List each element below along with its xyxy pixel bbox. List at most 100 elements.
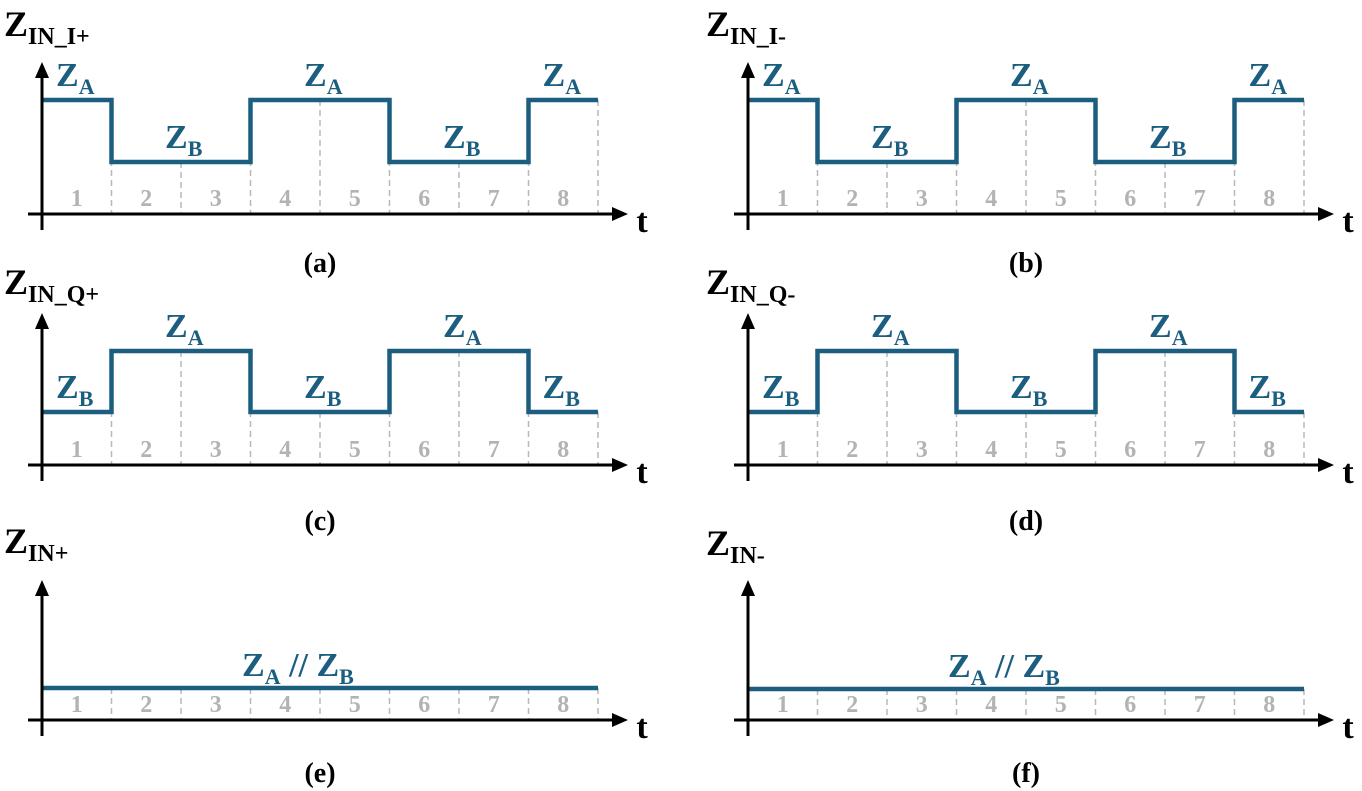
y-axis-label: ZIN+ xyxy=(4,521,68,567)
slot-number: 6 xyxy=(1124,186,1136,212)
slot-number: 5 xyxy=(349,437,361,463)
level-label: ZB xyxy=(56,369,94,411)
y-axis-arrowhead xyxy=(35,580,49,596)
panel-caption: (d) xyxy=(1009,506,1043,537)
level-label: ZA xyxy=(443,308,482,350)
level-label: ZA xyxy=(871,308,910,350)
slot-number: 1 xyxy=(777,186,789,212)
panel-caption: (c) xyxy=(304,506,335,537)
y-label-main: Z xyxy=(706,262,730,302)
slot-number: 5 xyxy=(1055,692,1067,718)
y-label-subscript: IN_Q- xyxy=(730,282,795,308)
slot-number: 2 xyxy=(846,186,858,212)
slot-number: 2 xyxy=(140,186,152,212)
time-axis-arrowhead xyxy=(612,207,628,221)
slot-number: 7 xyxy=(488,186,500,212)
slot-number: 6 xyxy=(418,437,430,463)
slot-number: 8 xyxy=(557,692,569,718)
y-axis-label: ZIN_Q+ xyxy=(4,262,99,308)
slot-number: 6 xyxy=(418,186,430,212)
impedance-waveform xyxy=(748,348,1304,415)
slot-number: 3 xyxy=(210,437,222,463)
level-label: ZA xyxy=(1249,57,1288,99)
panel-caption: (b) xyxy=(1009,248,1043,279)
y-label-subscript: IN+ xyxy=(28,541,68,567)
level-label: ZA xyxy=(304,57,343,99)
y-label-main: Z xyxy=(4,4,28,44)
panel-caption: (e) xyxy=(304,758,335,789)
y-label-subscript: IN_I- xyxy=(730,24,786,50)
time-axis-arrowhead xyxy=(612,458,628,472)
y-axis-arrowhead xyxy=(741,580,755,596)
slot-number: 8 xyxy=(557,186,569,212)
slot-number: 4 xyxy=(985,186,997,212)
panel-caption: (f) xyxy=(1012,758,1040,789)
slot-number: 8 xyxy=(557,437,569,463)
time-axis-arrowhead xyxy=(1318,713,1334,727)
level-label: ZB xyxy=(443,119,481,161)
y-axis-label: ZIN_Q- xyxy=(706,262,795,308)
time-axis-label: t xyxy=(1342,454,1354,491)
slot-number: 5 xyxy=(349,186,361,212)
y-label-subscript: IN_Q+ xyxy=(28,282,99,308)
level-label: ZA xyxy=(165,308,204,350)
y-axis-arrowhead xyxy=(741,313,755,329)
y-label-main: Z xyxy=(4,521,28,561)
slot-number: 7 xyxy=(488,437,500,463)
slot-number: 4 xyxy=(279,692,291,718)
slot-number: 7 xyxy=(488,692,500,718)
y-axis-arrowhead xyxy=(35,313,49,329)
slot-number: 3 xyxy=(916,692,928,718)
slot-number: 3 xyxy=(210,692,222,718)
slot-number: 5 xyxy=(1055,437,1067,463)
slot-number: 3 xyxy=(916,437,928,463)
impedance-waveform xyxy=(42,348,598,415)
slot-number: 5 xyxy=(1055,186,1067,212)
slot-number: 4 xyxy=(985,692,997,718)
slot-number: 2 xyxy=(140,437,152,463)
level-label: ZB xyxy=(1149,119,1187,161)
panel-caption: (a) xyxy=(304,248,337,279)
level-label: ZA // ZB xyxy=(948,648,1060,690)
y-axis-label: ZIN_I+ xyxy=(4,4,90,50)
y-axis-arrowhead xyxy=(35,62,49,78)
slot-number: 2 xyxy=(846,437,858,463)
y-axis-label: ZIN_I- xyxy=(706,4,786,50)
y-axis-arrowhead xyxy=(741,62,755,78)
slot-number: 8 xyxy=(1263,437,1275,463)
y-axis-label: ZIN- xyxy=(706,523,765,569)
level-label: ZB xyxy=(165,119,203,161)
slot-number: 4 xyxy=(279,186,291,212)
level-label: ZB xyxy=(304,369,342,411)
slot-number: 5 xyxy=(349,692,361,718)
time-axis-arrowhead xyxy=(1318,207,1334,221)
slot-number: 3 xyxy=(210,186,222,212)
y-label-main: Z xyxy=(706,523,730,563)
slot-number: 7 xyxy=(1194,692,1206,718)
slot-number: 1 xyxy=(777,692,789,718)
y-label-main: Z xyxy=(4,262,28,302)
slot-number: 4 xyxy=(279,437,291,463)
slot-number: 1 xyxy=(777,437,789,463)
level-label: ZA xyxy=(543,57,582,99)
time-axis-label: t xyxy=(1342,709,1354,746)
slot-number: 6 xyxy=(418,692,430,718)
impedance-waveform xyxy=(42,97,598,165)
level-label: ZB xyxy=(1249,369,1287,411)
level-label: ZA xyxy=(762,57,801,99)
impedance-waveform xyxy=(748,97,1304,165)
slot-number: 3 xyxy=(916,186,928,212)
slot-number: 8 xyxy=(1263,692,1275,718)
slot-number: 7 xyxy=(1194,437,1206,463)
slot-number: 2 xyxy=(140,692,152,718)
time-axis-arrowhead xyxy=(1318,458,1334,472)
level-label: ZA // ZB xyxy=(242,647,354,689)
slot-number: 7 xyxy=(1194,186,1206,212)
